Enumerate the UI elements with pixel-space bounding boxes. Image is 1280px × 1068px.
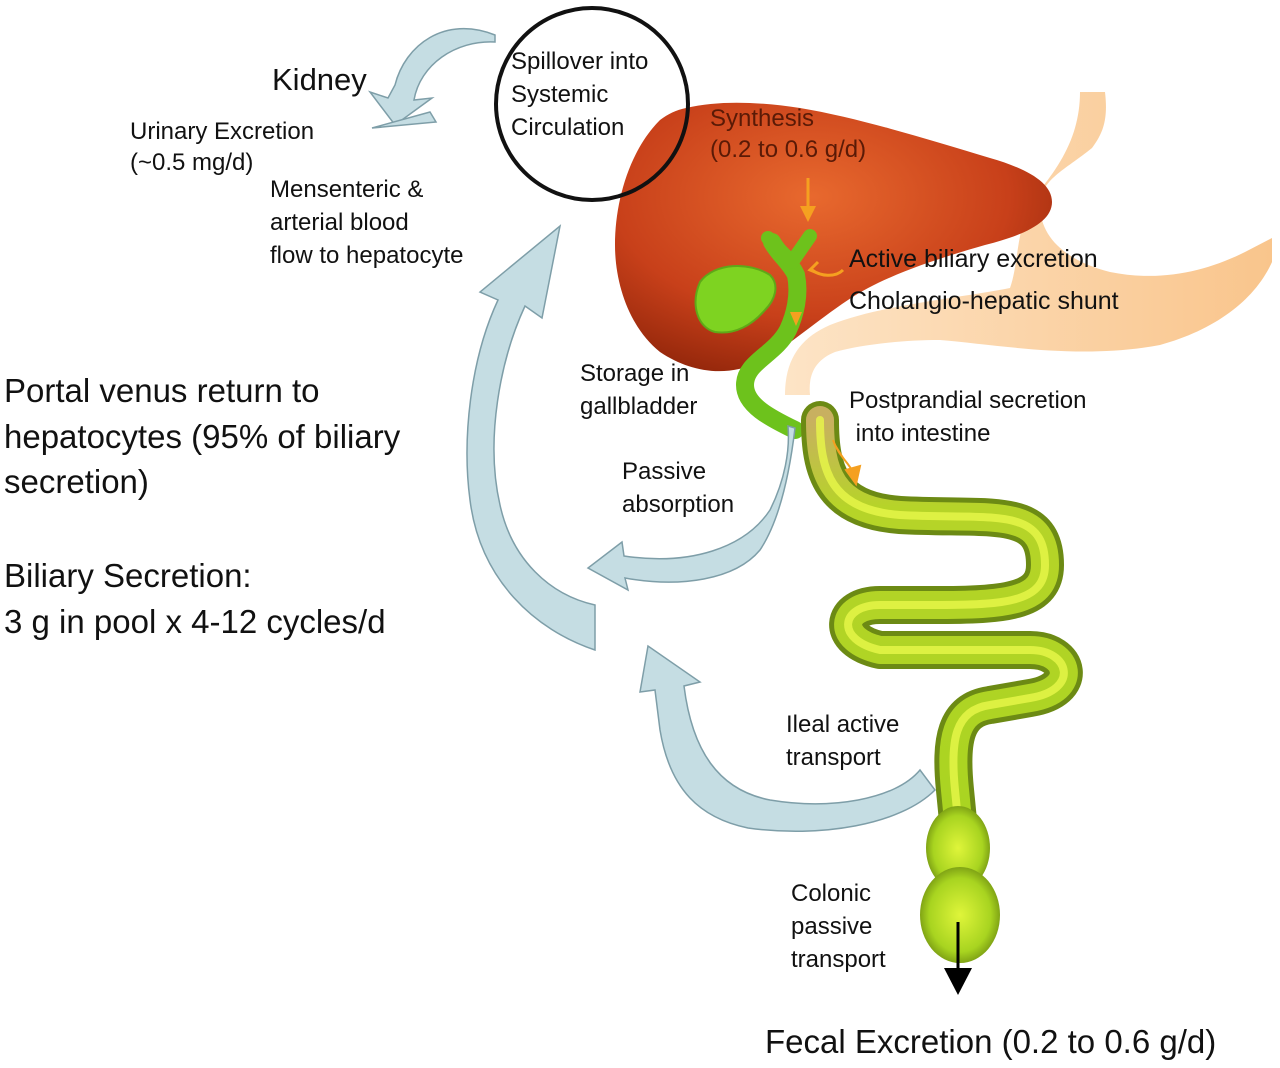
passive-absorption-arrow <box>586 424 796 592</box>
bile-duct-branch <box>761 229 817 269</box>
gallbladder-shape <box>694 265 777 334</box>
portal-return-arrow <box>466 224 596 652</box>
kidney-label: Kidney <box>272 62 367 97</box>
passive-absorption-label: Passive absorption <box>622 458 735 519</box>
mesenteric-flow-label: Mensenteric & arterial blood flow to hep… <box>270 176 464 270</box>
ileal-active-transport-label: Ileal active transport <box>786 711 900 772</box>
synthesis-arrow <box>800 178 816 222</box>
postprandial-secretion-label: Postprandial secretion into intestine <box>849 387 1087 448</box>
biliary-secretion-label: Biliary Secretion: 3 g in pool x 4-12 cy… <box>4 557 386 640</box>
spillover-label: Spillover into Systemic Circulation <box>511 48 649 142</box>
urinary-excretion-label: Urinary Excretion (~0.5 mg/d) <box>130 118 315 177</box>
colon-upper-segment <box>926 806 990 890</box>
active-excretion-curl-arrow <box>807 260 845 277</box>
fecal-excretion-label: Fecal Excretion (0.2 to 0.6 g/d) <box>765 1023 1217 1060</box>
portal-venous-return-label: Portal venus return to hepatocytes (95% … <box>4 372 401 501</box>
kidney-return-arrow <box>367 27 496 127</box>
postprandial-arrow <box>832 439 862 487</box>
spillover-circle <box>494 6 690 202</box>
ileal-return-arrow <box>639 644 936 832</box>
stomach-shape <box>785 92 1272 395</box>
active-biliary-excretion-label: Active biliary excretion <box>849 245 1098 273</box>
colon-lower-segment <box>920 867 1000 963</box>
fecal-excretion-arrow <box>944 922 972 995</box>
storage-gallbladder-label: Storage in gallbladder <box>580 360 698 421</box>
cholangio-shunt-arrow <box>790 312 802 326</box>
small-intestine-highlight <box>816 416 1068 864</box>
cholangio-hepatic-shunt-label: Cholangio-hepatic shunt <box>849 287 1119 315</box>
colonic-passive-transport-label: Colonic passive transport <box>791 880 886 974</box>
synthesis-label: Synthesis (0.2 to 0.6 g/d) <box>710 105 867 164</box>
urinary-arrow <box>371 111 438 129</box>
